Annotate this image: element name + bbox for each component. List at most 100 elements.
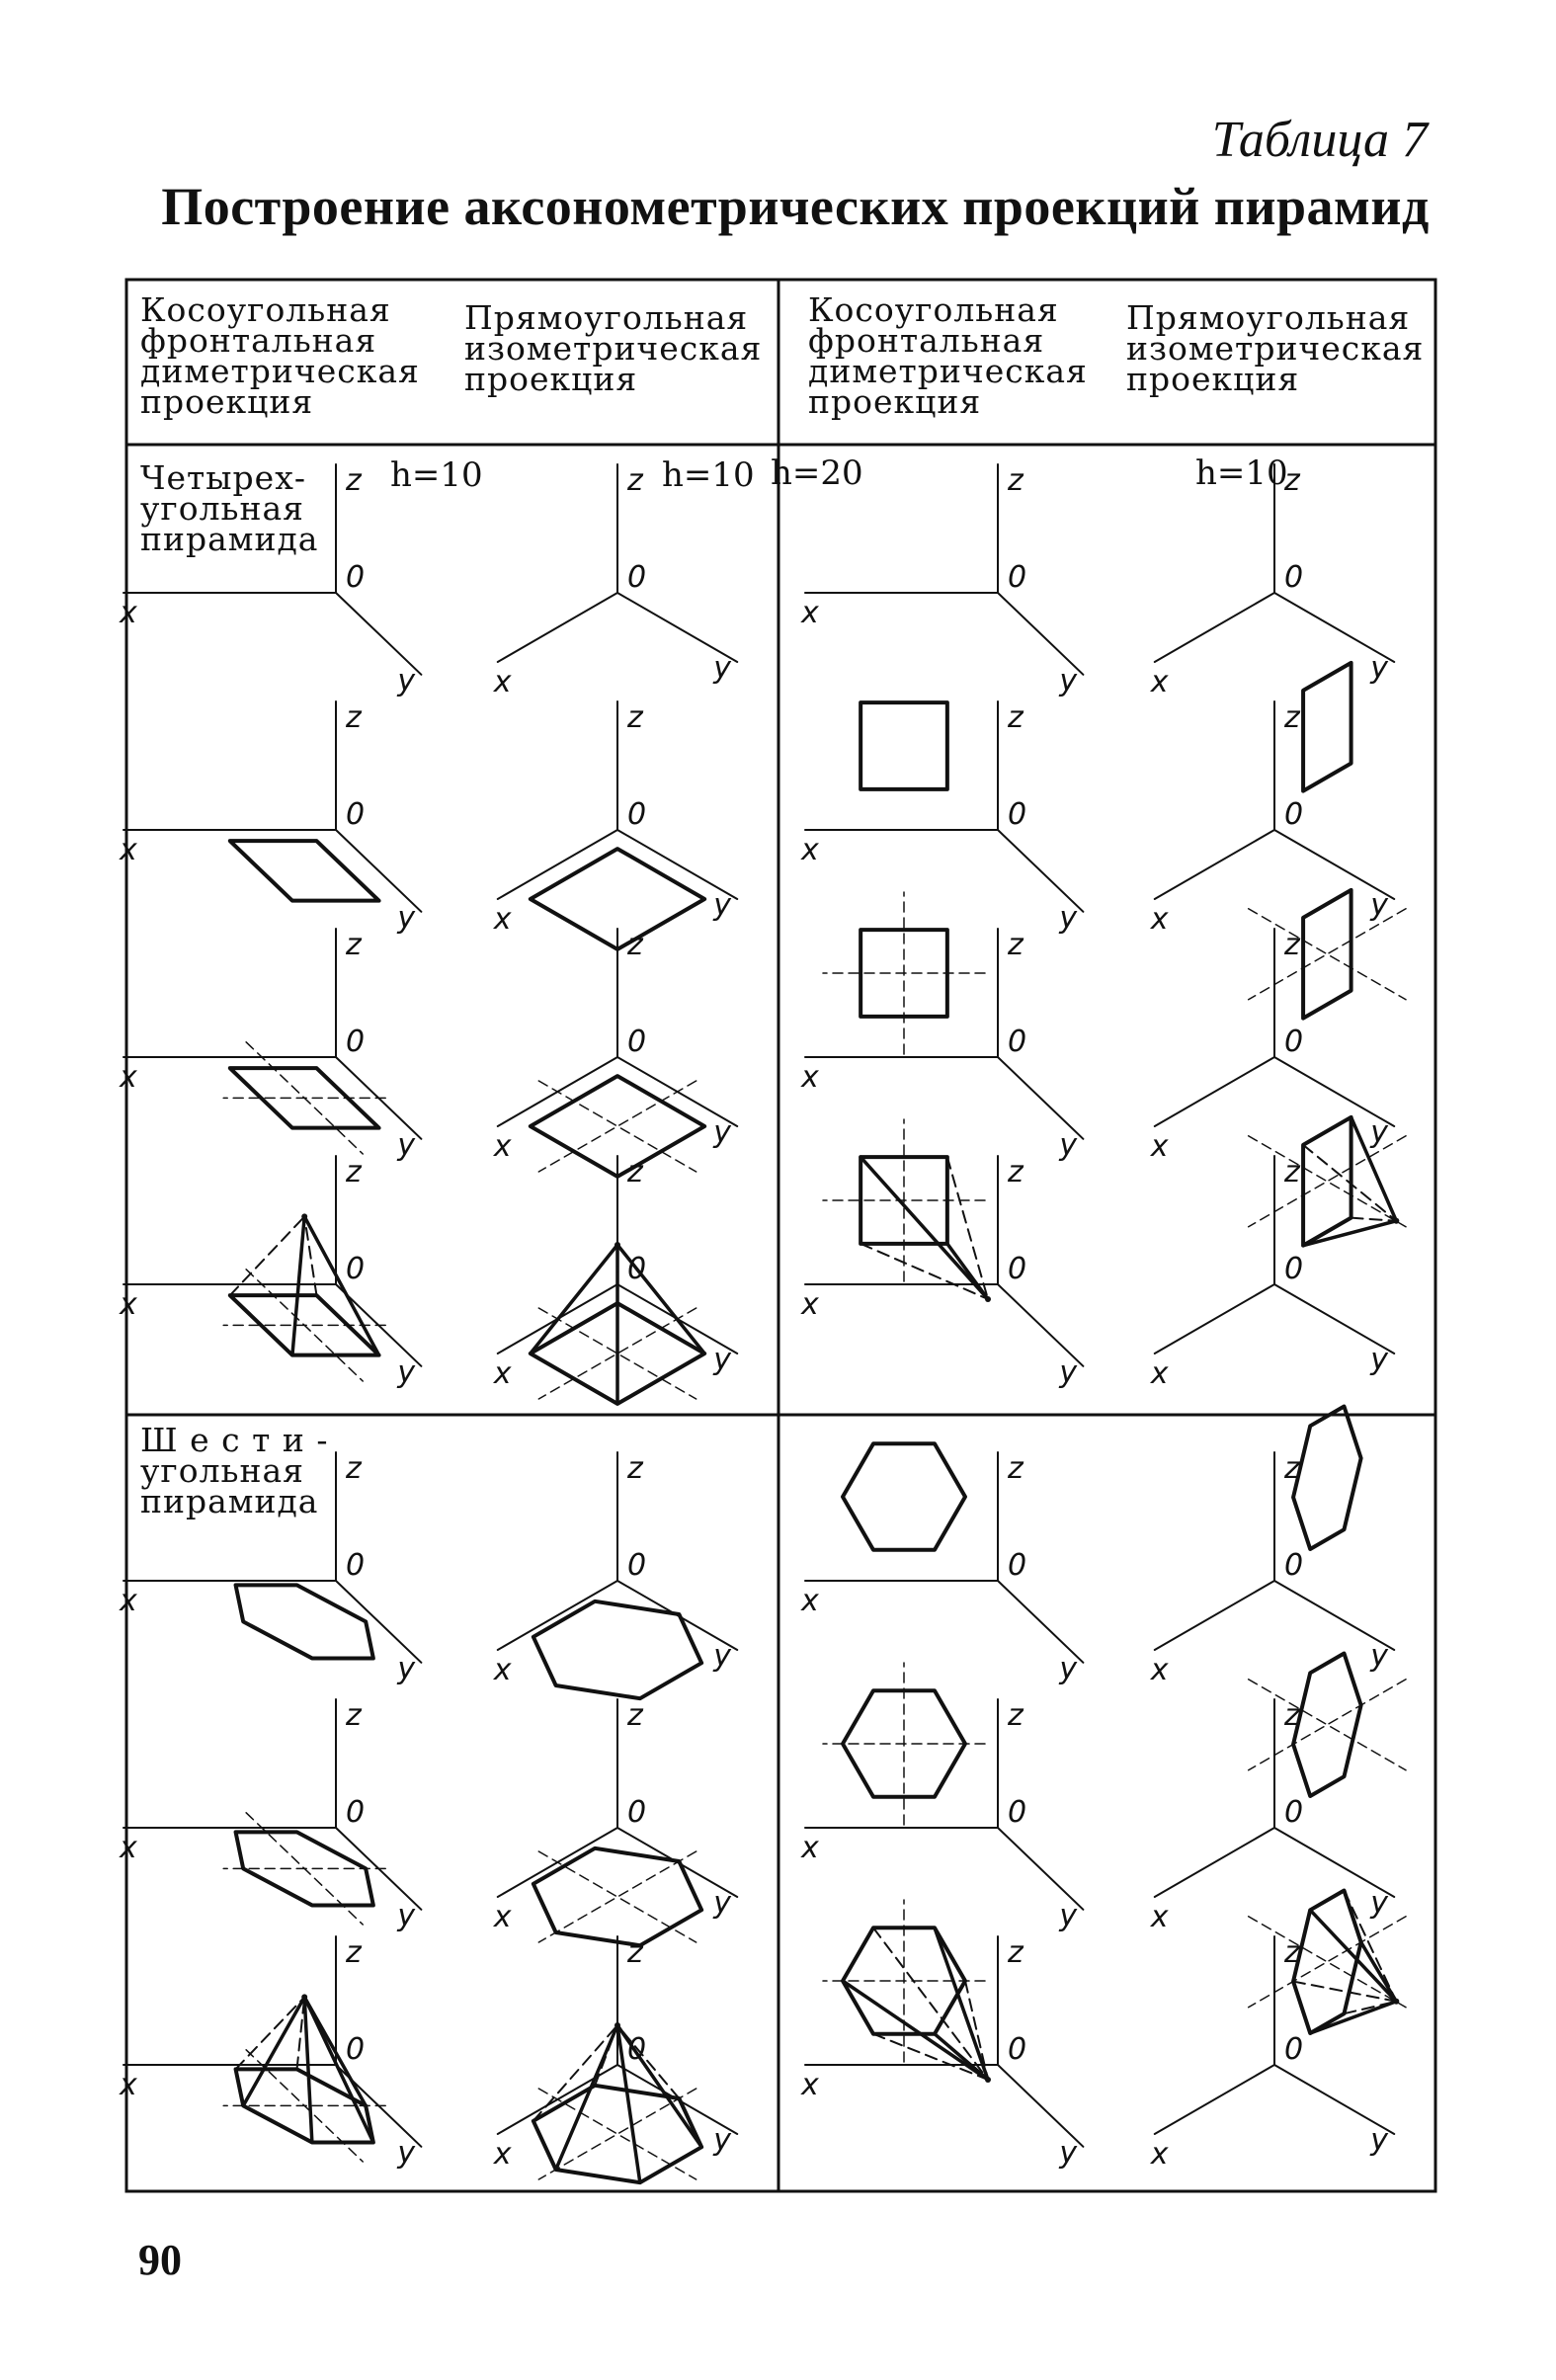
z-axis-label: z [1007, 1698, 1024, 1733]
y-axis-label: y [396, 1128, 416, 1163]
z-axis-label: z [345, 1698, 363, 1733]
lateral-edge [290, 1214, 306, 1357]
apex-point [1393, 1998, 1400, 2005]
y-axis-label: y [396, 1652, 416, 1686]
lateral-edge [964, 1980, 989, 2081]
column-header-oblique-right: Косоугольная фронтальная диметрическая п… [808, 290, 1088, 421]
y-axis-label: y [396, 664, 416, 698]
lateral-edge [859, 1155, 990, 1301]
origin-label: 0 [627, 560, 646, 595]
row-label-quad-pyramid: Четырех- угольная пирамида [140, 458, 319, 558]
y-axis-line [616, 829, 739, 900]
x-axis-label: x [1150, 2137, 1169, 2172]
origin-label: 0 [627, 1548, 646, 1583]
base-outline [227, 1066, 381, 1130]
y-axis-line [335, 829, 423, 913]
x-axis-label: x [800, 2068, 819, 2102]
lateral-edge [302, 1995, 375, 2145]
table-label: Таблица 7 [1211, 112, 1428, 168]
y-axis-label: y [1058, 1899, 1078, 1933]
x-axis-label: x [1150, 902, 1169, 937]
z-axis-label: z [345, 1451, 363, 1486]
origin-label: 0 [1008, 797, 1026, 832]
z-axis-label: z [1007, 700, 1024, 735]
base-outline [1301, 887, 1353, 1021]
x-axis-label: x [493, 2137, 512, 2172]
lateral-edge [945, 1156, 989, 1300]
z-axis-label: z [626, 1155, 644, 1190]
z-axis-label: z [345, 700, 363, 735]
z-axis-label: z [345, 463, 363, 498]
lateral-edge [1358, 1940, 1399, 2004]
origin-label: 0 [1284, 1795, 1303, 1830]
x-axis-label: x [1150, 1356, 1169, 1391]
base-outline [1301, 660, 1353, 793]
height-label: h=10 [662, 455, 755, 495]
y-axis-label: y [1369, 2123, 1389, 2158]
y-axis-line [1273, 2064, 1396, 2135]
table-frame [124, 278, 1437, 2193]
y-axis-line [997, 592, 1085, 676]
y-axis-line [335, 1580, 423, 1664]
lateral-edge [1308, 1908, 1399, 2004]
origin-label: 0 [346, 1548, 365, 1583]
z-axis-label: z [1007, 1935, 1024, 1970]
base-outline [227, 839, 381, 903]
x-axis-label: x [493, 1900, 512, 1934]
lateral-edge [615, 2023, 703, 2149]
y-axis-line [997, 1580, 1085, 1664]
x-axis-label: x [800, 596, 819, 630]
x-axis-label: x [493, 902, 512, 937]
z-axis-label: z [626, 1935, 644, 1970]
y-axis-label: y [396, 901, 416, 936]
z-axis-label: z [1283, 928, 1301, 962]
lateral-edge [532, 2024, 618, 2122]
origin-label: 0 [1008, 1025, 1026, 1059]
construction-line [1247, 1916, 1407, 2009]
y-axis-label: y [712, 1886, 732, 1921]
x-axis-line [496, 592, 618, 663]
column-header-isometric-left: Прямоугольная изометрическая проекция [464, 298, 763, 398]
construction-line [1247, 1679, 1407, 1771]
lateral-edge [302, 1995, 368, 2108]
y-axis-label: y [396, 2136, 416, 2171]
x-axis-line [1153, 1056, 1275, 1127]
y-axis-label: y [1058, 1355, 1078, 1390]
x-axis-line [1153, 1283, 1275, 1354]
base-outline [1291, 1404, 1363, 1552]
origin-label: 0 [1284, 1025, 1303, 1059]
construction-line [245, 1812, 364, 1926]
y-axis-label: y [1058, 1128, 1078, 1163]
construction-line [245, 2049, 364, 2163]
y-axis-line [1273, 592, 1396, 663]
x-axis-label: x [119, 833, 137, 867]
lateral-edge [841, 1979, 990, 2082]
origin-label: 0 [1284, 1548, 1303, 1583]
lateral-edge [860, 1242, 989, 1300]
base-outline [859, 928, 949, 1019]
origin-label: 0 [1284, 2032, 1303, 2067]
construction-line [537, 1307, 697, 1400]
lateral-edge [1343, 1889, 1398, 2003]
y-axis-line [1273, 829, 1396, 900]
x-axis-line [496, 1580, 618, 1651]
construction-line [537, 1850, 697, 1943]
lateral-edge [1302, 1143, 1398, 1222]
construction-line [537, 1080, 697, 1173]
origin-label: 0 [1284, 797, 1303, 832]
apex-point [301, 1994, 308, 2001]
origin-label: 0 [1008, 560, 1026, 595]
z-axis-label: z [1007, 1451, 1024, 1486]
lateral-edge [1308, 2000, 1399, 2035]
origin-label: 0 [346, 2032, 365, 2067]
construction-line [537, 1080, 697, 1173]
